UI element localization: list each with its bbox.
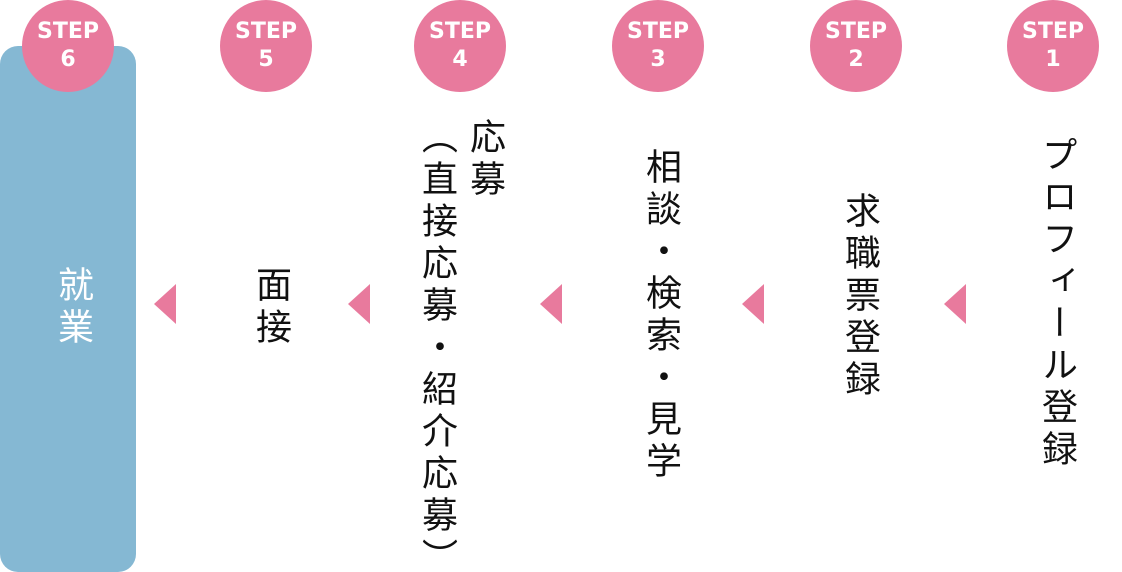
step-6-text: 就業 bbox=[52, 266, 93, 350]
step-4-text-line1: 応募 bbox=[464, 118, 505, 202]
arrow-left-icon bbox=[154, 284, 176, 324]
step-4-label: STEP bbox=[428, 19, 491, 44]
final-step-box bbox=[0, 46, 136, 572]
step-6-number: 6 bbox=[60, 47, 76, 72]
step-5-badge: STEP 5 bbox=[220, 0, 312, 92]
step-3-text: 相談・検索・見学 bbox=[640, 148, 681, 484]
arrow-left-icon bbox=[742, 284, 764, 324]
step-3-number: 3 bbox=[650, 47, 666, 72]
step-6-badge: STEP 6 bbox=[22, 0, 114, 92]
step-4-text-line2: （直接応募・紹介応募） bbox=[416, 118, 457, 572]
step-3-label: STEP bbox=[626, 19, 689, 44]
step-1-text: プロフィール登録 bbox=[1036, 136, 1077, 472]
arrow-left-icon bbox=[348, 284, 370, 324]
step-3-badge: STEP 3 bbox=[612, 0, 704, 92]
step-4-badge: STEP 4 bbox=[414, 0, 506, 92]
step-2-badge: STEP 2 bbox=[810, 0, 902, 92]
step-2-text: 求職票登録 bbox=[839, 192, 880, 402]
step-2-label: STEP bbox=[824, 19, 887, 44]
step-1-badge: STEP 1 bbox=[1007, 0, 1099, 92]
step-1-label: STEP bbox=[1021, 19, 1084, 44]
step-2-number: 2 bbox=[848, 47, 864, 72]
step-1-number: 1 bbox=[1045, 47, 1061, 72]
step-5-number: 5 bbox=[258, 47, 274, 72]
step-5-text: 面接 bbox=[250, 266, 291, 350]
arrow-left-icon bbox=[944, 284, 966, 324]
step-5-label: STEP bbox=[234, 19, 297, 44]
step-4-number: 4 bbox=[452, 47, 468, 72]
arrow-left-icon bbox=[540, 284, 562, 324]
step-6-label: STEP bbox=[36, 19, 99, 44]
